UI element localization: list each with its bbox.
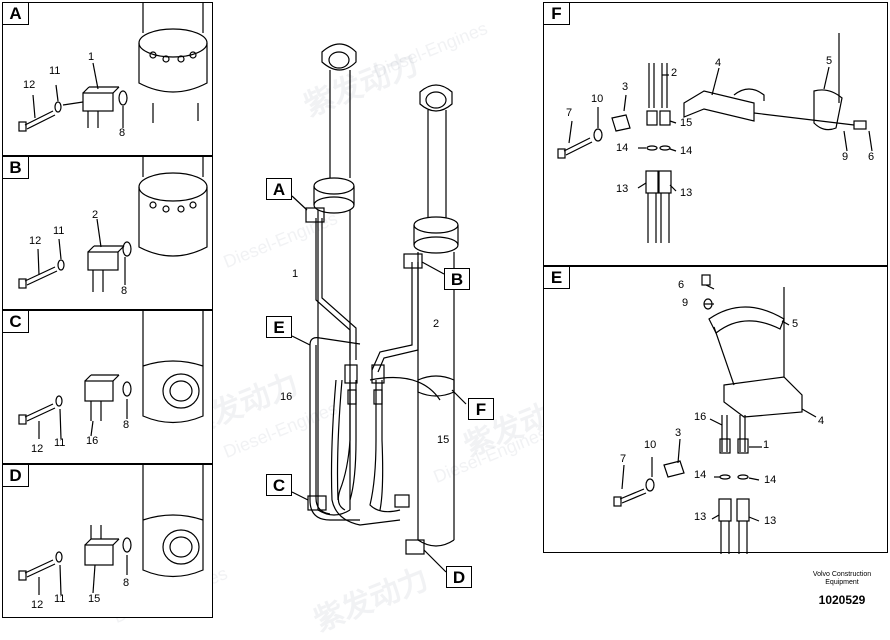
panel-label: E	[544, 267, 570, 289]
callout: 6	[678, 279, 685, 291]
callout: 8	[123, 577, 130, 589]
panel-b: B 2 12 11 8	[2, 156, 213, 310]
footer-company: Volvo Construction	[812, 571, 872, 578]
callout: 10	[644, 439, 657, 451]
callout: 14	[680, 145, 693, 157]
panel-label: A	[3, 3, 29, 25]
callout: 10	[591, 93, 604, 105]
panel-label: C	[3, 311, 29, 333]
callout: 8	[119, 127, 126, 139]
callout: 3	[622, 81, 629, 93]
callout: 14	[694, 469, 707, 481]
callout: 1	[292, 268, 299, 280]
panel-b-drawing	[18, 157, 208, 292]
panel-e-drawing	[613, 274, 817, 554]
callout: 13	[680, 187, 693, 199]
callout: 4	[715, 57, 722, 69]
panel-f: F 2 4 5 7 10 3 15 14 14 13 13	[543, 2, 888, 266]
callout: 16	[86, 435, 99, 447]
callout: 16	[694, 411, 707, 423]
callout: 12	[23, 79, 36, 91]
footer-number: 1020529	[818, 593, 866, 607]
callout: 14	[764, 474, 777, 486]
callout: 5	[826, 55, 833, 67]
panel-a: A 1 12 11 8	[2, 2, 213, 156]
callout: 9	[682, 297, 689, 309]
callout: 3	[675, 427, 682, 439]
callout: 11	[54, 593, 66, 605]
callout: 11	[54, 437, 66, 449]
footer-dept: Equipment	[825, 579, 859, 586]
panel-label: F	[544, 3, 570, 25]
callout: 8	[123, 419, 130, 431]
callout: 12	[29, 235, 42, 247]
callout: 5	[792, 318, 799, 330]
panel-c-drawing	[18, 311, 204, 440]
panel-label: B	[3, 157, 29, 179]
panel-c: C 12 11 16 8	[2, 310, 213, 464]
callout: 7	[566, 107, 573, 119]
panel-e: E 6 9 5 4 16 1 3 10 7 14 14	[543, 266, 888, 554]
main-tag: B	[444, 268, 470, 290]
callout: 13	[616, 183, 629, 195]
main-tag: F	[468, 398, 494, 420]
callout: 2	[671, 67, 678, 79]
main-tag: C	[266, 474, 292, 496]
callout: 12	[31, 443, 44, 455]
main-assembly-drawing	[291, 43, 467, 573]
callout: 1	[88, 51, 95, 63]
callout: 15	[437, 434, 450, 446]
callout: 6	[868, 151, 875, 163]
callout: 2	[92, 209, 99, 221]
callout: 9	[842, 151, 849, 163]
panel-f-drawing	[557, 33, 873, 243]
callout: 7	[620, 453, 627, 465]
panel-label: D	[3, 465, 29, 487]
callout: 16	[280, 391, 293, 403]
callout: 1	[763, 439, 770, 451]
panel-a-drawing	[18, 3, 208, 132]
main-tag: D	[446, 566, 472, 588]
callout: 4	[818, 415, 825, 427]
footer: Volvo Construction Equipment 1020529	[802, 571, 882, 607]
callout: 14	[616, 142, 629, 154]
callout: 13	[694, 511, 707, 523]
callout: 15	[680, 117, 693, 129]
callout: 11	[49, 65, 61, 77]
main-tag: A	[266, 178, 292, 200]
callout: 11	[53, 225, 65, 237]
panel-d-drawing	[18, 465, 204, 596]
callout: 8	[121, 285, 128, 297]
callout: 13	[764, 515, 777, 527]
callout: 2	[433, 318, 440, 330]
callout: 12	[31, 599, 44, 611]
main-tag: E	[266, 316, 292, 338]
callout: 15	[88, 593, 101, 605]
panel-d: D 12 11 15 8	[2, 464, 213, 618]
